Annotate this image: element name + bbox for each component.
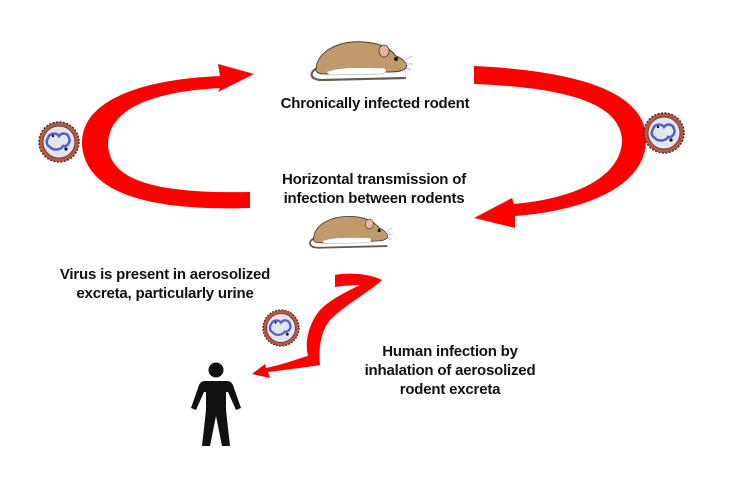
- label-human-infection: Human infection by inhalation of aerosol…: [335, 342, 565, 399]
- human-figure-icon: [191, 362, 241, 446]
- label-line: Horizontal transmission of: [282, 171, 466, 188]
- label-line: Human infection by: [382, 343, 518, 360]
- label-line: Chronically infected rodent: [280, 95, 470, 112]
- label-virus-excreta: Virus is present in aerosolized excreta,…: [40, 265, 290, 303]
- curved-arrow-right: [474, 66, 647, 228]
- virus-particle-icon: [37, 120, 81, 164]
- label-line: Virus is present in aerosolized: [59, 266, 271, 283]
- label-line: infection between rodents: [283, 190, 465, 207]
- virus-particle-icon: [261, 308, 301, 348]
- curved-arrow-left: [81, 64, 254, 209]
- label-line: inhalation of aerosolized: [364, 362, 536, 379]
- rodent-icon: [309, 215, 395, 249]
- label-line: rodent excreta: [399, 381, 501, 398]
- label-line: excreta, particularly urine: [76, 285, 254, 302]
- virus-particle-icon: [642, 111, 686, 155]
- rodent-icon: [310, 40, 415, 82]
- label-horizontal-transmission: Horizontal transmission of infection bet…: [243, 170, 505, 208]
- zigzag-arrow: [252, 273, 382, 378]
- label-chronic-rodent: Chronically infected rodent: [245, 94, 505, 113]
